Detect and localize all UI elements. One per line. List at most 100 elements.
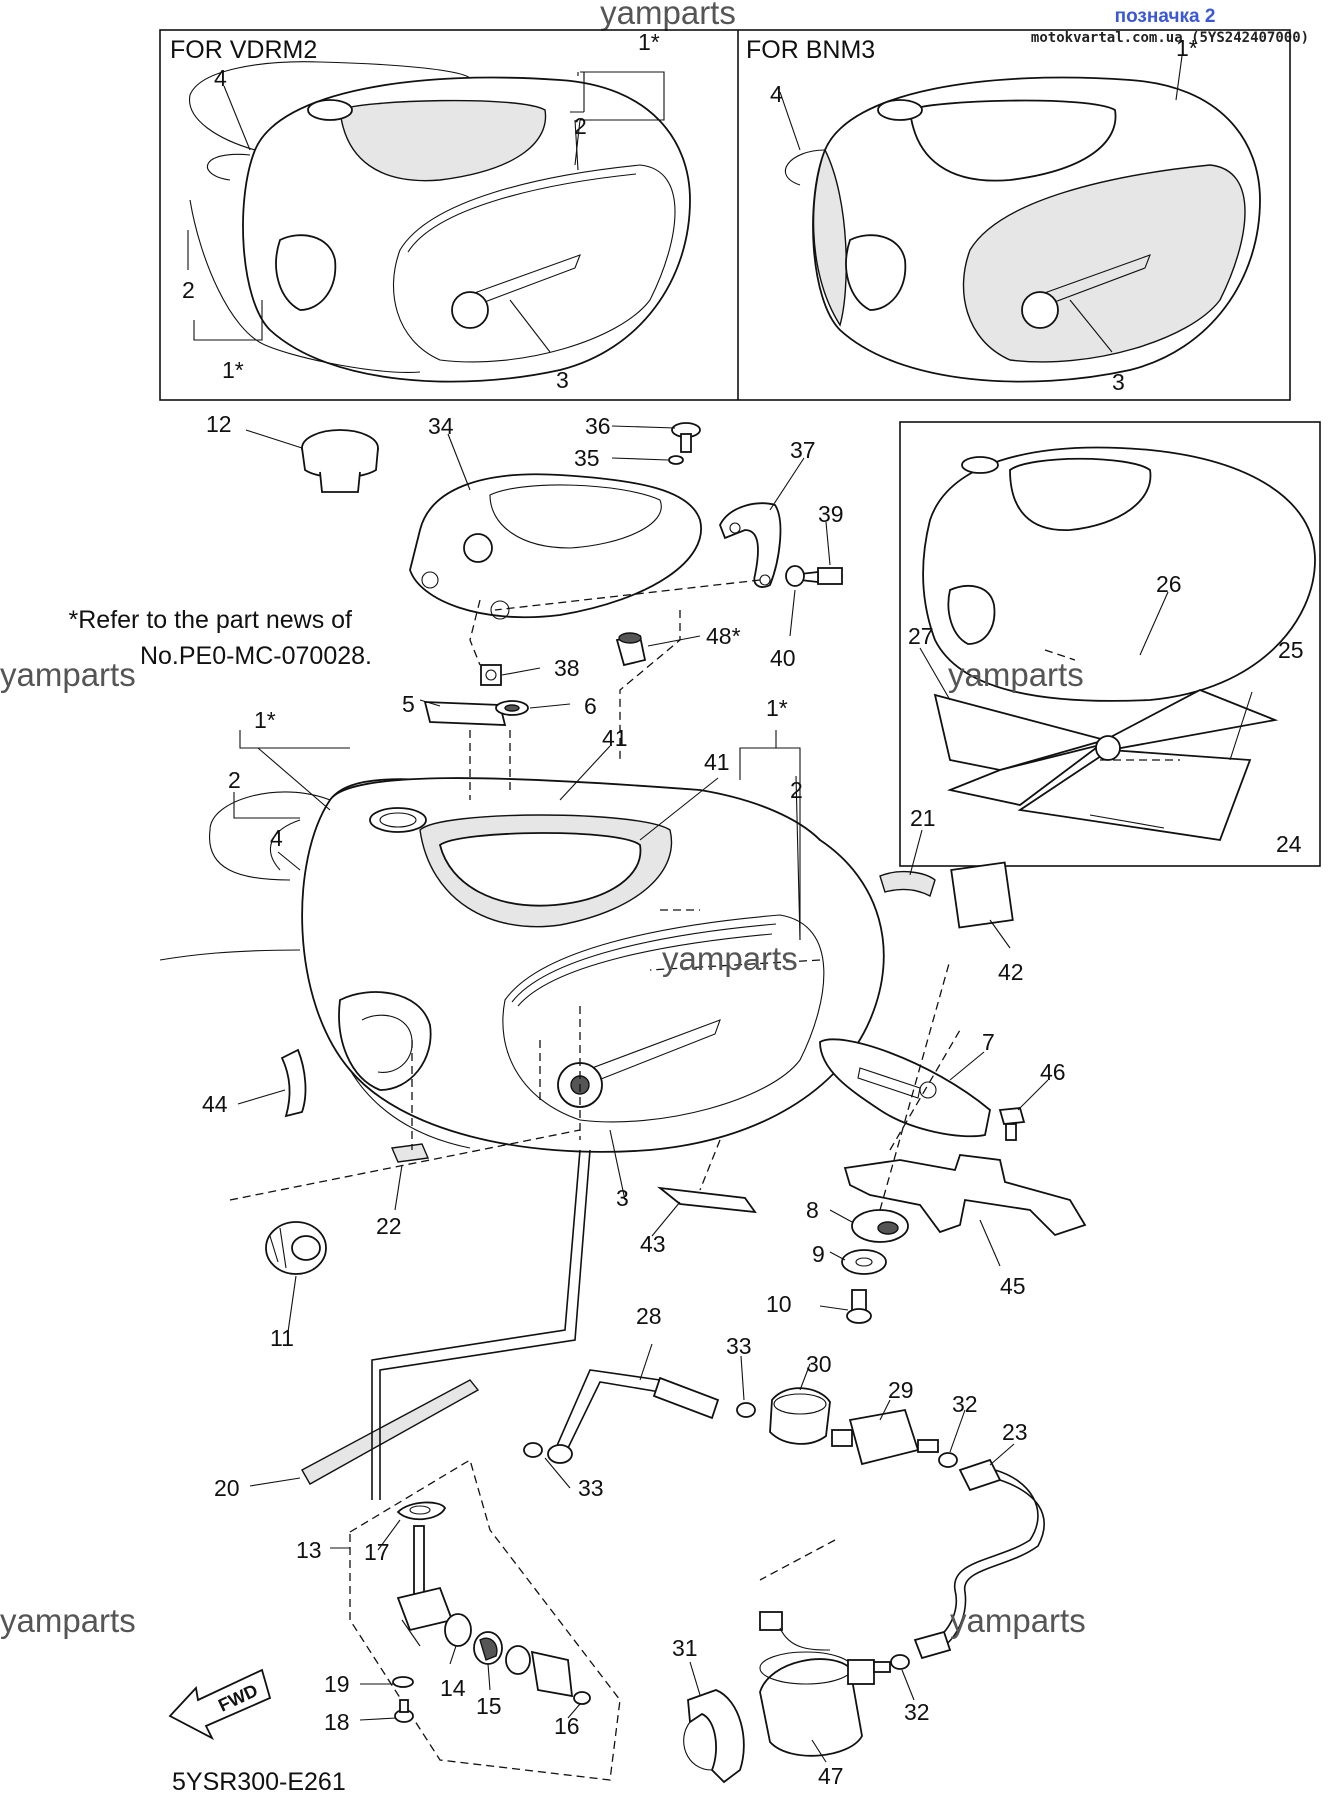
callout-19: 19 [324,1671,350,1697]
note-line-2: No.PE0-MC-070028. [140,642,372,670]
watermark-top: yamparts [600,0,736,31]
callout-labels: 1* 2 4 2 1* 3 1* 4 3 12 34 36 35 37 39 4… [182,29,1304,1789]
callout-35: 35 [574,445,600,471]
part-43-pad [656,1186,757,1214]
callout-3-inset-right: 3 [1112,369,1125,395]
part-21-damper [879,870,936,898]
part-42-pad [950,861,1014,929]
callout-40: 40 [770,645,796,671]
callout-41-left: 41 [602,725,628,751]
callout-9: 9 [812,1241,825,1267]
callout-1-inset-left-a: 1* [638,29,660,55]
callout-4-inset-right: 4 [770,81,783,107]
callout-37: 37 [790,437,816,463]
callout-33-top: 33 [726,1333,752,1359]
callout-22: 22 [376,1213,402,1239]
fuel-tank-main [159,777,885,1153]
callout-8: 8 [806,1197,819,1223]
part-32-clamp-b [890,1654,910,1670]
watermark-right-lower: yamparts [950,1602,1086,1639]
part-16-plate [530,1650,574,1698]
part-48-grommet [615,632,647,667]
callout-48: 48* [706,623,741,649]
callout-32-top: 32 [952,1391,978,1417]
part-8-damper [851,1209,909,1243]
part-22-block [390,1143,430,1163]
part-5-plate [423,701,507,726]
part-32-clamp-a [938,1452,958,1468]
part-7-cover [819,1038,991,1138]
part-13-fuel-cock-assembly [349,1459,621,1781]
part-14-seal [505,1645,531,1675]
callout-5: 5 [402,691,415,717]
callout-20: 20 [214,1475,240,1501]
callout-18: 18 [324,1709,350,1735]
part-19-washer [392,1676,414,1688]
part-31-bracket [683,1689,745,1784]
callout-47: 47 [818,1763,844,1789]
callout-10: 10 [766,1291,792,1317]
callout-34: 34 [428,413,454,439]
callout-33-bottom: 33 [578,1475,604,1501]
part-36-screw [671,422,701,453]
part-12-fuel-cap [301,429,379,493]
part-14-oring [444,1613,472,1647]
callout-2-main-left: 2 [228,767,241,793]
diagram-code: 5YSR300-E261 [172,1768,346,1796]
part-20-strip [301,1379,480,1485]
part-45-bracket [843,1154,1087,1237]
callout-25: 25 [1278,637,1304,663]
callout-23: 23 [1002,1419,1028,1445]
callout-32-bottom: 32 [904,1699,930,1725]
inset-frame-pads [899,421,1321,867]
part-11-damper [265,1221,327,1275]
callout-3-main: 3 [616,1185,629,1211]
site-label: motokvartal.com.ua (5YS242407000) [1031,30,1309,46]
callout-3-inset-left: 3 [556,367,569,393]
callout-39: 39 [818,501,844,527]
part-35-washer [668,455,684,465]
callout-2-main-right: 2 [790,777,803,803]
part-34-cover [409,473,702,620]
callout-1-inset-left-b: 1* [222,357,244,383]
part-46-bolt [998,1107,1026,1141]
watermark-left-lower: yamparts [0,1602,136,1639]
callout-16: 16 [554,1713,580,1739]
part-16-screw [573,1691,591,1705]
callout-12: 12 [206,411,232,437]
callout-26: 26 [1156,571,1182,597]
part-6-gasket [495,700,529,716]
callout-17: 17 [364,1539,390,1565]
callout-24: 24 [1276,831,1302,857]
inset-title-vdrm2: FOR VDRM2 [170,36,317,64]
callout-4-main: 4 [270,825,283,851]
part-33-clamp-b [523,1442,543,1458]
part-29-filter [831,1408,939,1466]
callout-2-inset-left-a: 2 [574,113,587,139]
watermark-inset-pads: yamparts [948,656,1084,693]
part-47-pump [759,1611,891,1757]
part-39-bolt [799,567,843,585]
part-44-damper [280,1048,307,1118]
callout-4-inset-left: 4 [214,65,227,91]
fwd-arrow-icon [168,1668,272,1741]
part-37-bracket [719,502,782,588]
callout-30: 30 [806,1351,832,1377]
callout-2-inset-left-b: 2 [182,277,195,303]
leader-lines [187,55,1253,1763]
watermark-center: yamparts [662,940,798,977]
part-40-washer [785,565,805,587]
part-30-cap [769,1387,831,1445]
callout-14: 14 [440,1675,466,1701]
part-15-lever [473,1631,503,1665]
part-23-hose [913,1458,1045,1660]
callout-6: 6 [584,693,597,719]
callout-31: 31 [672,1635,698,1661]
tank-vdrm2 [189,61,691,383]
watermark-left-upper: yamparts [0,656,136,693]
callout-7: 7 [982,1029,995,1055]
part-17-gasket [396,1501,447,1521]
part-28-hose [547,1369,720,1464]
sheet-label: позначка 2 [1115,6,1216,27]
